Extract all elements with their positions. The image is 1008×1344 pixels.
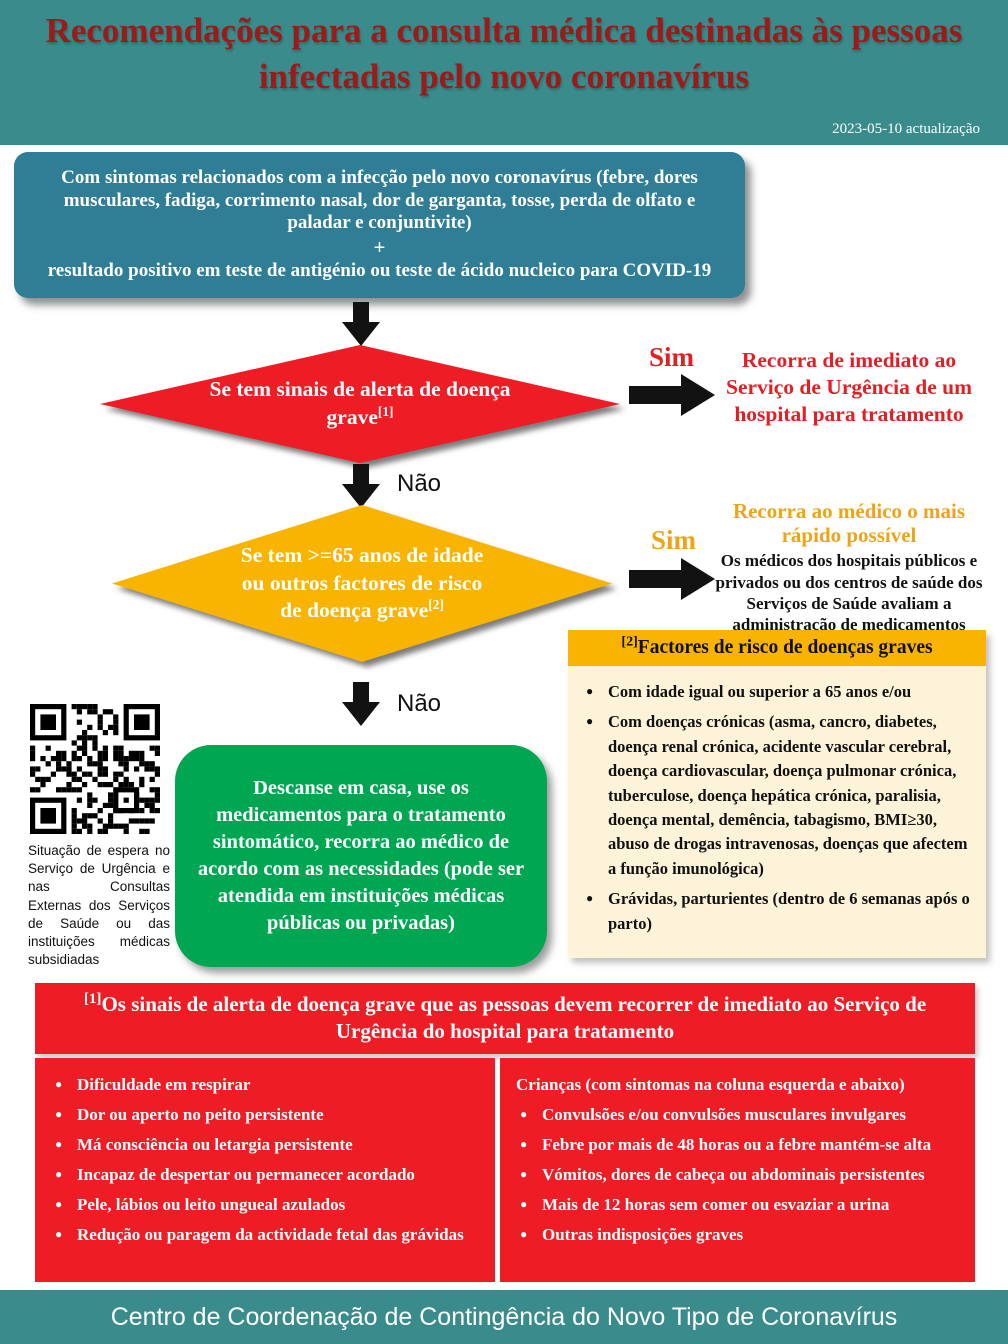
footer-banner: Centro de Coordenação de Contingência do… [0,1290,1008,1344]
header-banner: Recomendações para a consulta médica des… [0,0,1008,145]
decision1-question-text: Se tem sinais de alerta de doença grave [209,377,511,429]
decision-severe-signs-shape: Se tem sinais de alerta de doença grave[… [100,345,620,463]
warning-item: Má consciência ou letargia persistente [51,1134,481,1156]
emergency-outcome-text: Recorra de imediato ao Serviço de Urgênc… [725,348,972,426]
warning-item: Vómitos, dores de cabeça ou abdominais p… [516,1164,961,1186]
risk-factors-title-text: Factores de risco de doenças graves [637,637,933,658]
doctor-outcome: Recorra ao médico o mais rápido possível… [703,499,995,635]
warning-children-header: Crianças (com sintomas na coluna esquerd… [516,1075,905,1094]
criteria-symptoms-text: Com sintomas relacionados com a infecção… [61,166,698,234]
warning-item: Convulsões e/ou convulsões musculares in… [516,1104,961,1126]
doctor-outcome-body: Os médicos dos hospitais públicos e priv… [715,551,983,635]
arrow-down-icon [342,302,380,346]
footer-title: Centro de Coordenação de Contingência do… [110,1302,898,1331]
arrow-right-icon [629,558,715,600]
warning-item: Redução ou paragem da actividade fetal d… [51,1224,481,1246]
warning-item: Mais de 12 horas sem comer ou esvaziar a… [516,1194,961,1216]
warning-item: Dificuldade em respirar [51,1074,481,1096]
warning-children-list: Convulsões e/ou convulsões musculares in… [516,1104,961,1246]
qr-caption: Situação de espera no Serviço de Urgênci… [28,843,170,968]
qr-code-icon [30,704,160,834]
decision-age-risk: Se tem >=65 anos de idade ou outros fact… [112,505,612,662]
risk-factor-item: Grávidas, parturientes (dentro de 6 sema… [584,887,974,936]
warning-columns: Dificuldade em respirar Dor ou aperto no… [35,1058,975,1282]
warning-item: Febre por mais de 48 horas ou a febre ma… [516,1134,961,1156]
footnote-ref-2-icon: [2] [428,597,444,613]
warning-children-panel: Crianças (com sintomas na coluna esquerd… [500,1058,975,1282]
no-label-1: Não [397,470,442,497]
update-date: 2023-05-10 actualização [832,121,980,137]
decision-severe-signs: Se tem sinais de alerta de doença grave[… [100,345,620,463]
footnote-ref-2-icon: [2] [621,633,638,650]
risk-factor-item: Com idade igual ou superior a 65 anos e/… [584,680,974,704]
warning-adult-panel: Dificuldade em respirar Dor ou aperto no… [35,1058,495,1282]
decision-age-risk-shape: Se tem >=65 anos de idade ou outros fact… [112,505,612,662]
warning-item: Incapaz de despertar ou permanecer acord… [51,1164,481,1186]
plus-sign: + [373,235,386,260]
doctor-outcome-title: Recorra ao médico o mais rápido possível [732,499,966,548]
warning-banner-text: Os sinais de alerta de doença grave que … [101,992,927,1044]
arrow-down-icon [342,682,380,726]
decision2-question-text: Se tem >=65 anos de idade ou outros fact… [240,542,484,623]
home-care-box: Descanse em casa, use os medicamentos pa… [175,745,547,967]
footnote-ref-1-icon: [1] [83,991,102,1007]
risk-factors-panel: [2]Factores de risco de doenças graves C… [568,630,986,959]
arrow-down-icon [342,464,380,508]
page-title: Recomendações para a consulta médica des… [45,11,963,96]
criteria-box: Com sintomas relacionados com a infecção… [14,152,745,298]
risk-factors-list: Com idade igual ou superior a 65 anos e/… [568,666,986,959]
warning-item: Outras indisposições graves [516,1224,961,1246]
risk-factors-title: [2]Factores de risco de doenças graves [568,630,986,666]
warning-adult-list: Dificuldade em respirar Dor ou aperto no… [51,1074,481,1247]
criteria-test-text: resultado positivo em teste de antigénio… [47,260,712,282]
risk-factor-item: Com doenças crónicas (asma, cancro, diab… [584,710,974,881]
warning-item: Dor ou aperto no peito persistente [51,1104,481,1126]
decision-age-risk-question: Se tem >=65 anos de idade ou outros fact… [234,542,490,626]
home-care-text: Descanse em casa, use os medicamentos pa… [197,776,525,935]
warning-item: Pele, lábios ou leito ungueal azulados [51,1194,481,1216]
yes-label-1: Sim [649,342,695,372]
yes-label-2: Sim [651,525,697,555]
no-label-2: Não [397,690,442,717]
arrow-right-icon [629,374,715,416]
warning-banner: [1]Os sinais de alerta de doença grave q… [35,983,975,1054]
footnote-ref-1-icon: [1] [377,403,394,419]
decision-severe-signs-question: Se tem sinais de alerta de doença grave[… [184,376,536,432]
